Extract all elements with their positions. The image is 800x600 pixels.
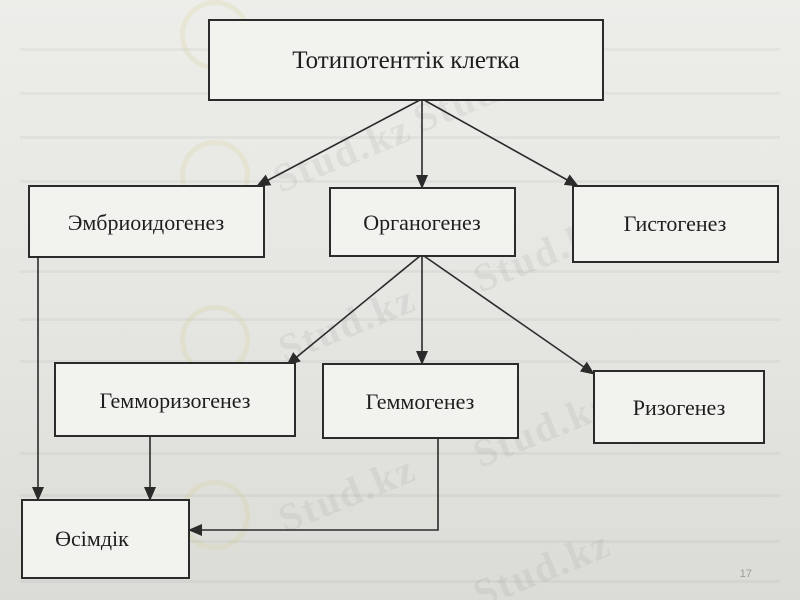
node-label: Органогенез <box>363 210 480 235</box>
node-organogenesis: Органогенез <box>329 187 516 257</box>
background-text-line <box>20 180 780 183</box>
background-text-line <box>20 580 780 583</box>
node-gemmorhizogenesis: Гемморизогенез <box>54 362 296 437</box>
background-text-line <box>20 494 780 497</box>
node-plant: Өсімдік <box>21 499 190 579</box>
edge-totipotent-histogenesis <box>423 99 579 187</box>
node-label: Гемморизогенез <box>100 388 251 413</box>
node-histogenesis: Гистогенез <box>572 185 779 263</box>
node-rhizogenesis: Ризогенез <box>593 370 765 444</box>
node-label: Тотипотенттік клетка <box>292 47 520 74</box>
edge-organogenesis-rhizogenesis <box>423 255 595 375</box>
node-label: Ризогенез <box>633 395 726 420</box>
page-number: 17 <box>739 568 752 580</box>
background-text-line <box>20 136 780 139</box>
node-totipotent: Тотипотенттік клетка <box>208 19 604 101</box>
node-label: Өсімдік <box>55 526 129 551</box>
background-text-line <box>20 360 780 363</box>
node-embryoidogenesis: Эмбриоидогенез <box>28 185 265 258</box>
edge-organogenesis-gemmorhizogenesis <box>286 255 421 366</box>
background-text-line <box>20 318 780 321</box>
node-label: Эмбриоидогенез <box>68 210 224 235</box>
node-label: Гистогенез <box>624 211 727 236</box>
background-text-line <box>20 452 780 455</box>
edge-totipotent-embryoidogenesis <box>256 99 421 187</box>
edge-gemmogenesis-plant <box>188 438 439 536</box>
node-gemmogenesis: Геммогенез <box>322 363 519 439</box>
background-text-line <box>20 540 780 543</box>
node-label: Геммогенез <box>366 389 475 414</box>
